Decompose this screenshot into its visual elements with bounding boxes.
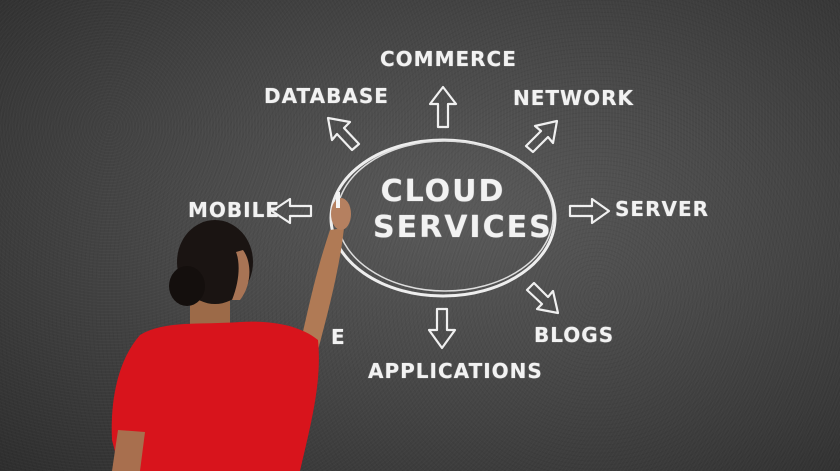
- center-title-line-1: CLOUD: [380, 174, 506, 209]
- arrow-left-icon: [270, 197, 313, 225]
- center-ellipse: [329, 138, 557, 298]
- label-mobile: MOBILE: [188, 198, 280, 222]
- hand: [331, 198, 351, 230]
- label-blogs: BLOGS: [534, 323, 615, 347]
- arrow-up-left-icon: [326, 116, 361, 152]
- label-database: DATABASE: [264, 84, 389, 108]
- arrow-right-icon: [568, 197, 611, 225]
- label-storage-partial: E: [331, 325, 346, 349]
- label-commerce: COMMERCE: [380, 47, 517, 71]
- face-side: [232, 250, 250, 300]
- label-applications: APPLICATIONS: [368, 359, 543, 383]
- left-arm: [112, 430, 145, 471]
- arrow-up-right-icon: [524, 119, 559, 154]
- hair-bun: [169, 266, 205, 306]
- label-server: SERVER: [615, 197, 710, 221]
- chalk-stick: [336, 192, 340, 208]
- arrow-down-icon: [427, 307, 457, 350]
- label-network: NETWORK: [513, 86, 635, 110]
- red-shirt: [111, 321, 319, 471]
- arrow-up-icon: [428, 85, 458, 129]
- arrow-down-right-icon: [525, 281, 560, 315]
- raised-arm: [300, 228, 344, 350]
